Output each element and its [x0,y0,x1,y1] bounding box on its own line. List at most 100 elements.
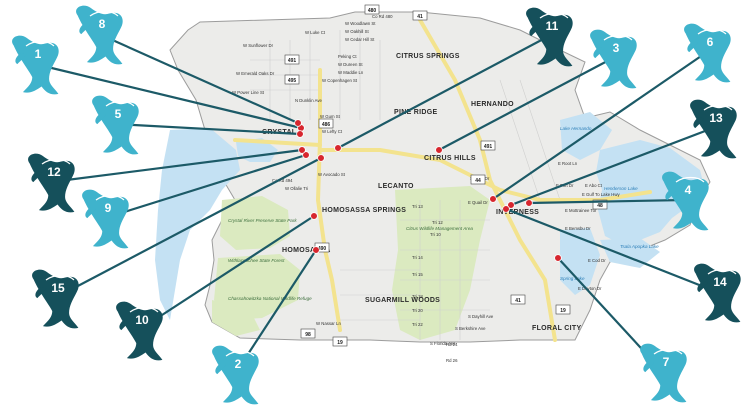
manatee-marker[interactable]: 1 [12,35,59,95]
manatee-swirl-icon [697,28,727,35]
manatee-marker[interactable]: 13 [690,99,737,159]
shield-number: 19 [560,308,566,314]
site-marker-dot[interactable] [489,195,497,203]
street-label: E Bemsbu Dr [565,226,591,231]
manatee-swirl-icon [89,10,119,17]
street-label: W Emerald Oaks Dr [236,71,275,76]
street-label: E Gulf To Lake Hwy [582,192,621,197]
connector-line [510,126,714,207]
street-label: W Maddie Ln [338,70,364,75]
site-marker-dot[interactable] [507,201,515,209]
street-label: W Woodlawn St [345,21,376,26]
site-marker-dot[interactable] [317,154,325,162]
shield-badge [592,199,608,210]
site-marker-dot[interactable] [310,212,318,220]
site-marker-dot[interactable] [298,146,306,154]
lake-label: Tsala Apopka Lake [620,244,659,249]
shield-number: 486 [322,122,331,128]
manatee-marker[interactable]: 3 [590,29,637,89]
marker-number: 9 [105,201,112,215]
street-label: E Deyton Dr [578,286,602,291]
connector-line [54,157,322,299]
town-label: FLORAL CITY [532,325,581,332]
manatee-marker[interactable]: 9 [82,189,129,249]
highway-shield: 486 [318,118,334,129]
street-label: Tri 12 [432,220,443,225]
manatee-swirl-icon [225,350,255,357]
shield-number: 41 [417,14,423,20]
shield-badge [480,140,496,151]
shield-number: 44 [475,178,481,184]
street-label: W Lefty Ct [322,129,343,134]
site-marker-dot[interactable] [502,205,510,213]
lake-label: Henderson Lake [604,186,638,191]
park-label: Withlacoochee State Forest [228,258,285,263]
highway-shield: 19 [332,336,348,347]
connector-line [337,35,550,149]
street-label: Co Rd 494 [272,178,293,183]
street-label: W Oakhill St [345,29,369,34]
town-label: HOMOSASSA [282,247,331,254]
street-label: Peking Ct [338,54,357,59]
manatee-marker[interactable]: 8 [76,5,123,65]
marker-number: 6 [707,35,714,49]
manatee-swirl-icon [95,194,125,201]
street-grid [250,30,561,340]
manatee-marker[interactable]: 6 [684,23,731,83]
site-markers [294,119,562,262]
connector-line [34,62,302,130]
shield-number: 48 [597,203,603,209]
site-marker-dot[interactable] [334,144,342,152]
highway-shield: 41 [510,294,526,305]
manatee-swirl-icon [703,104,733,111]
manatee-marker[interactable]: 14 [694,263,741,323]
manatee-marker[interactable]: 10 [116,301,163,361]
street-label: W Power Line St [232,90,265,95]
manatee-marker[interactable]: 12 [28,153,75,213]
town-label: SUGARMILL WOODS [365,297,440,304]
street-label: N Dunklin Ave [295,98,323,103]
marker-number: 14 [713,275,727,289]
shield-badge [284,54,300,65]
site-marker-dot[interactable] [296,130,304,138]
shield-number: 491 [288,58,297,64]
manatee-marker[interactable]: 11 [526,7,573,67]
street-label: Rd 26 [446,358,458,363]
street-label: S Dayhill Ave [468,314,494,319]
site-marker-dot[interactable] [312,246,320,254]
highway-shield: 48 [592,199,608,210]
shield-badge [555,304,571,315]
street-label: W Dureen St [338,62,363,67]
connector-lines [34,32,718,375]
manatee-marker[interactable]: 7 [640,343,687,403]
manatee-swirl-icon [707,268,737,275]
street-label: E Cod Dr [588,258,606,263]
park-label: Crystal River Preserve State Park [228,218,297,223]
manatee-marker[interactable]: 15 [32,269,79,329]
site-marker-dot[interactable] [302,151,310,159]
manatee-swirl-icon [603,34,633,41]
manatee-swirl-icon [129,306,159,313]
shield-badge [510,294,526,305]
manatee-swirl-icon [653,348,683,355]
site-marker-dot[interactable] [554,254,562,262]
manatee-swirl-icon [41,158,71,165]
connector-line [104,153,307,220]
shield-badge [284,74,300,85]
street-label: Tri 10 [430,232,441,237]
site-marker-dot[interactable] [435,146,443,154]
highway-shield: 491 [284,54,300,65]
marker-number: 8 [99,17,106,31]
manatee-marker[interactable]: 5 [92,95,139,155]
manatee-marker[interactable]: 4 [662,171,709,231]
street-label: S Berkshire Ave [455,326,486,331]
street-label: W Sunflower Dr [243,43,274,48]
manatee-marker[interactable]: 2 [212,345,259,405]
street-label: E Abo Ct [585,183,603,188]
manatee-swirl-icon [105,100,135,107]
shield-badge [364,4,380,15]
site-marker-dot[interactable] [294,119,302,127]
site-marker-dot[interactable] [525,199,533,207]
